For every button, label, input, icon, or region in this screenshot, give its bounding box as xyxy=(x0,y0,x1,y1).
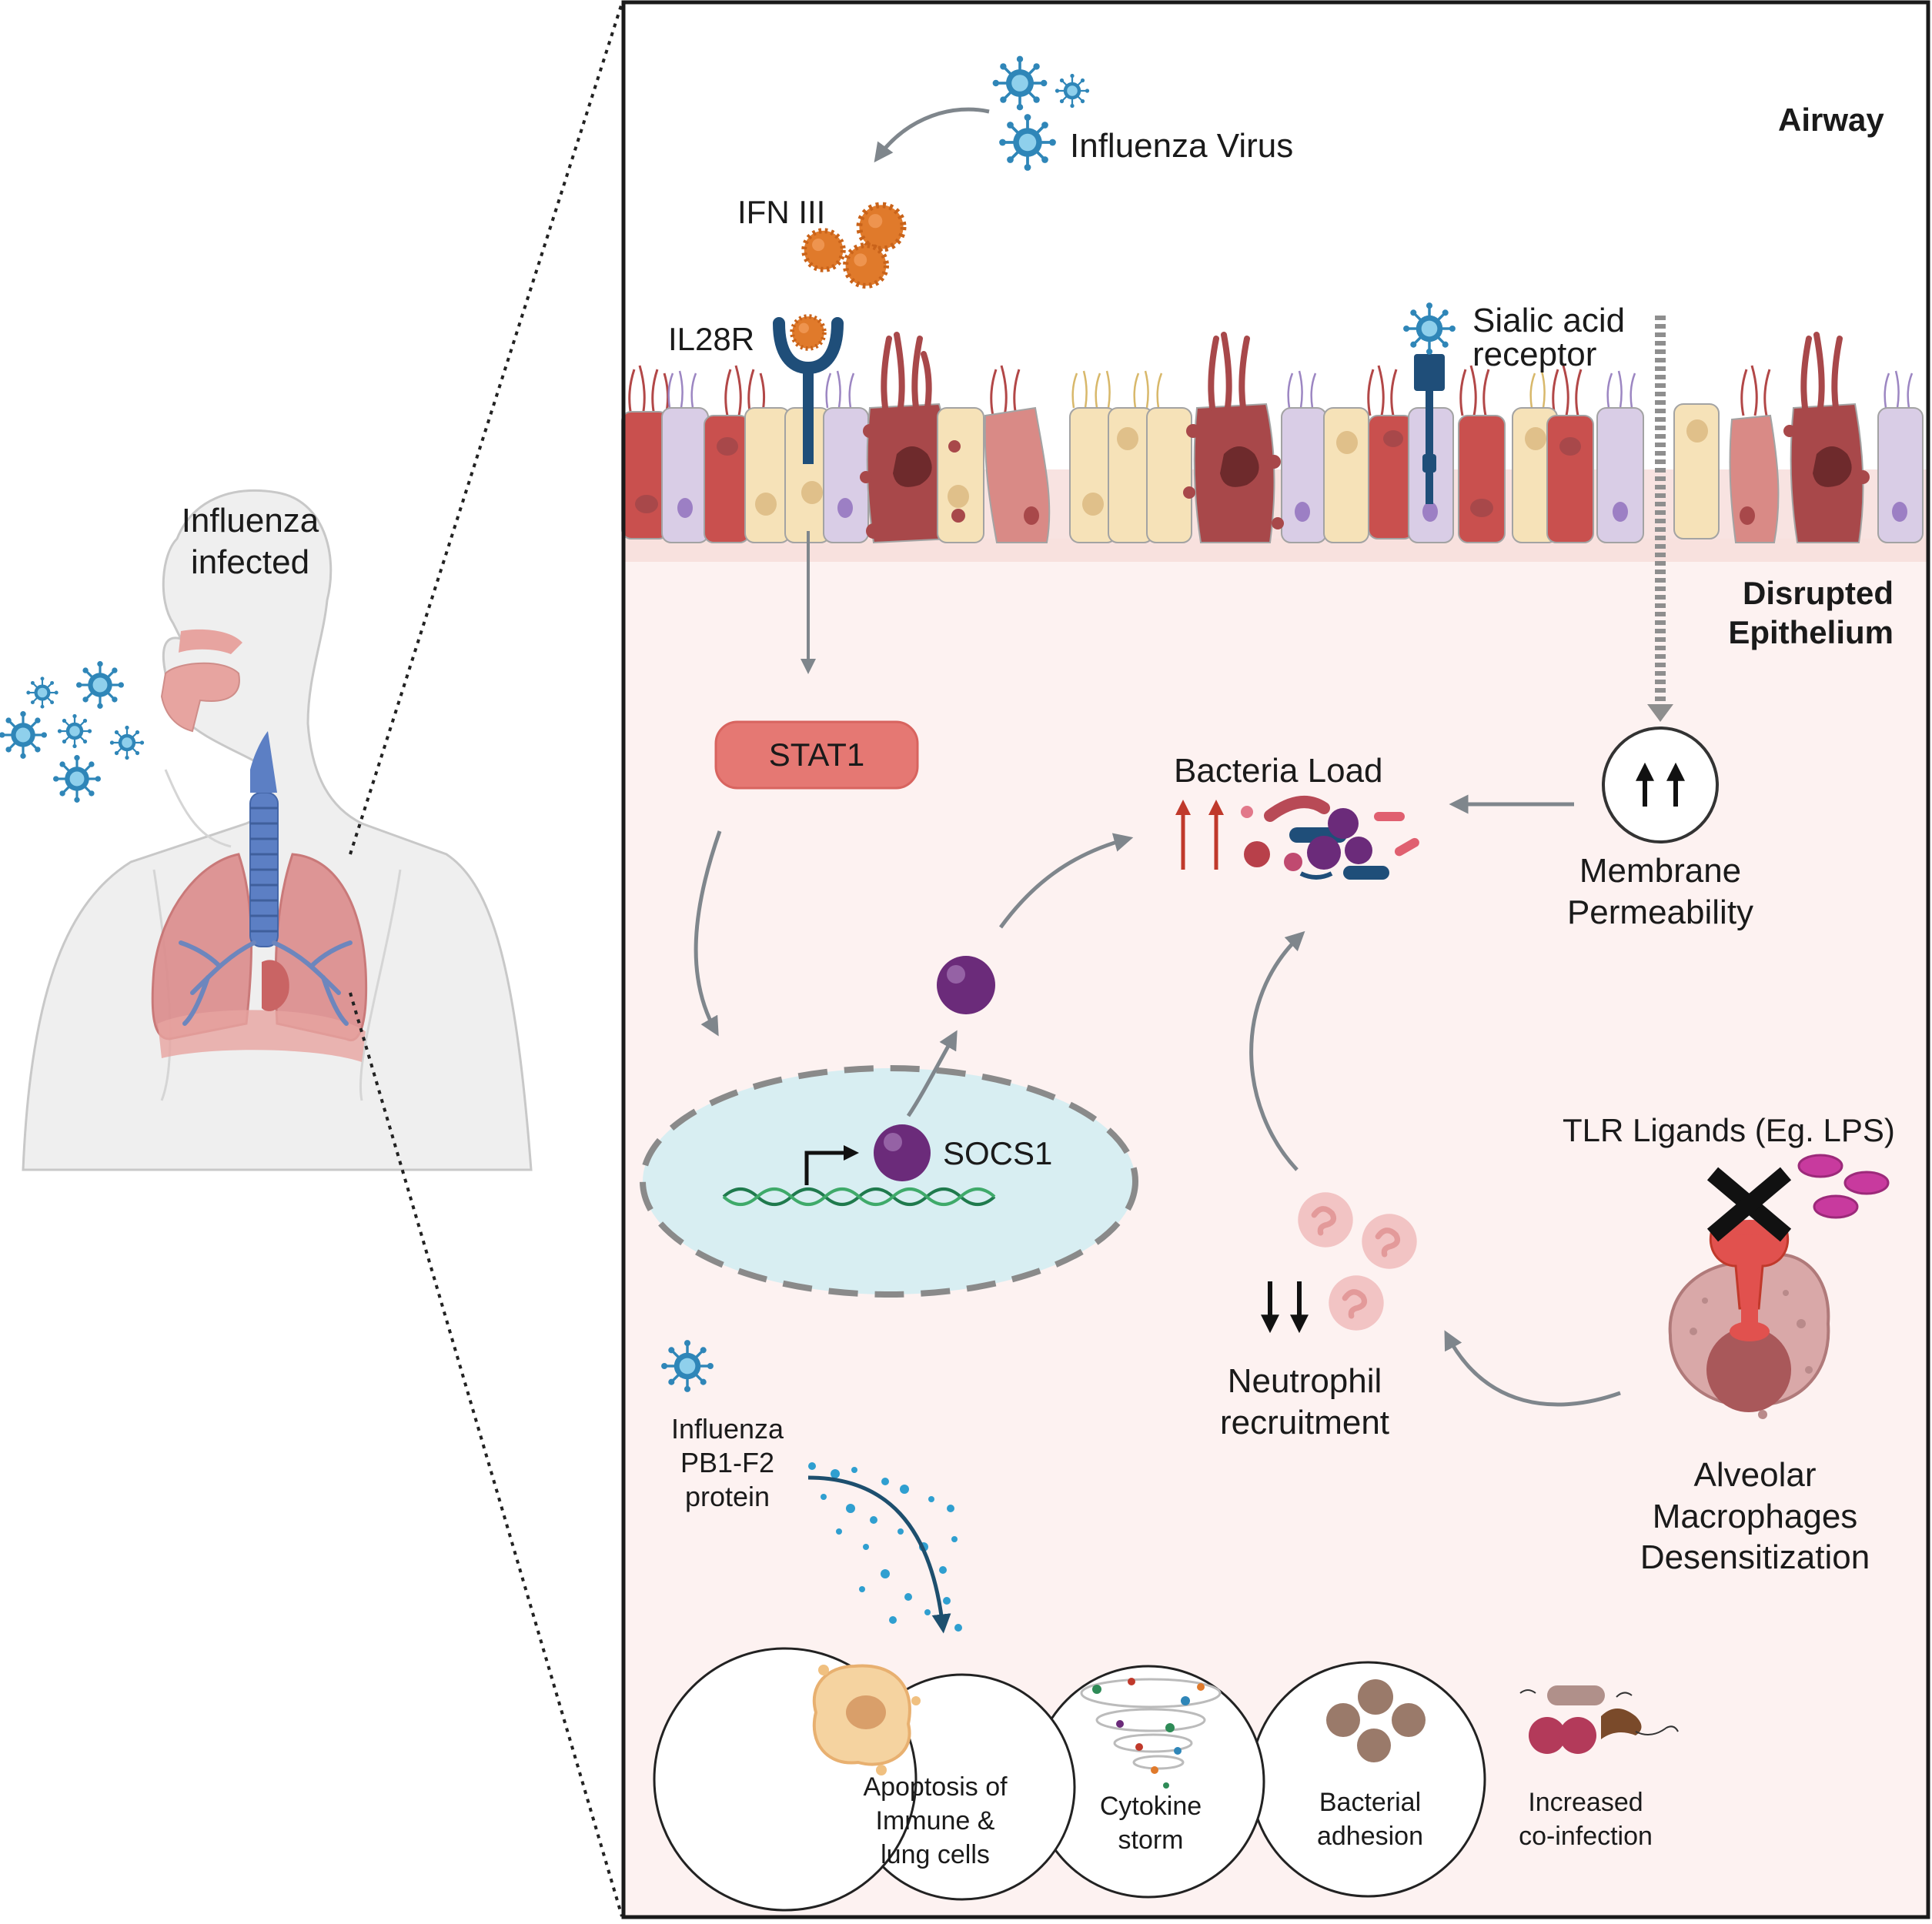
infected-heading-line1: Influenza xyxy=(181,502,319,539)
permeability-indicator xyxy=(1602,727,1719,843)
arrow-neutrophil-to-bacteria xyxy=(1249,930,1305,1171)
coinfection-bacteria-icon xyxy=(1519,1685,1679,1754)
neutrophil-recruitment-label: Neutrophil recruitment xyxy=(1178,1361,1432,1443)
macrophage-line2: Macrophages xyxy=(1652,1497,1858,1535)
pb1-f2-line2: PB1-F2 xyxy=(680,1446,775,1478)
socs1-secreted xyxy=(937,956,995,1014)
macrophage-line1: Alveolar xyxy=(1693,1456,1817,1494)
infected-heading-line2: infected xyxy=(190,543,310,581)
bacteria-cluster xyxy=(1175,796,1419,880)
human-figure-illustration xyxy=(22,489,533,1171)
outcome-apoptosis-line2: Immune & xyxy=(875,1806,995,1836)
bacteria-adhesion-icon xyxy=(1326,1679,1426,1762)
socs1-label: SOCS1 xyxy=(943,1135,1053,1171)
zoom-line-bottom xyxy=(349,992,623,1917)
macrophage-line3: Desensitization xyxy=(1640,1538,1870,1577)
tlr-ligands-label: TLR Ligands (Eg. LPS) xyxy=(1563,1112,1895,1148)
macrophage-desensitization-label: Alveolar Macrophages Desensitization xyxy=(1609,1455,1901,1578)
epithelium-layer xyxy=(621,332,1924,544)
bacteria-load-label: Bacteria Load xyxy=(1174,752,1383,790)
sialic-acid-label: Sialic acid receptor xyxy=(1472,304,1625,372)
pb1-f2-particles xyxy=(808,1462,962,1632)
stat1-box xyxy=(714,720,919,790)
outcome-circles xyxy=(653,1647,1486,1912)
outcome-coinfection-label: Increased co-infection xyxy=(1505,1785,1666,1853)
neutrophil-recruitment-line2: recruitment xyxy=(1219,1403,1390,1441)
panel-frame xyxy=(621,0,1930,1919)
outcome-cytokine-label: Cytokine storm xyxy=(1074,1789,1228,1857)
outcome-adhesion-label: Bacterial adhesion xyxy=(1293,1785,1447,1853)
transcription-arrow xyxy=(804,1145,859,1185)
outcome-adhesion-line2: adhesion xyxy=(1316,1822,1423,1852)
pb1-f2-label: Influenza PB1-F2 protein xyxy=(650,1412,804,1514)
arrow-socs1-to-bacteria xyxy=(998,833,1134,929)
membrane-permeability-line1: Membrane xyxy=(1579,852,1742,890)
sialic-acid-label-line1: Sialic acid xyxy=(1472,302,1626,339)
alveolar-macrophage xyxy=(1668,1220,1830,1419)
arrow-pb1-to-outcomes xyxy=(807,1475,951,1634)
lps-ligands xyxy=(1797,1154,1890,1219)
membrane-permeability-label: Membrane Permeability xyxy=(1549,850,1772,933)
outcome-adhesion-line1: Bacterial xyxy=(1319,1788,1422,1817)
socs1-molecule xyxy=(874,1124,931,1181)
airway-label: Airway xyxy=(1778,102,1884,138)
outcome-coinfection-line1: Increased xyxy=(1528,1788,1643,1817)
outcome-apoptosis-line1: Apoptosis of xyxy=(863,1772,1008,1802)
inhaled-virus-cluster xyxy=(0,660,145,804)
arrow-socs1-out xyxy=(906,1030,958,1117)
il28r-label: IL28R xyxy=(668,321,755,357)
influenza-virus-label: Influenza Virus xyxy=(1070,127,1294,165)
decrease-arrows xyxy=(1261,1281,1309,1334)
outcome-cytokine-line1: Cytokine xyxy=(1099,1792,1202,1821)
outcome-apoptosis-line3: lung cells xyxy=(881,1840,990,1870)
outcome-cytokine-line2: storm xyxy=(1118,1825,1184,1856)
pb1-f2-line3: protein xyxy=(684,1480,770,1512)
dna-helix xyxy=(722,1187,996,1206)
ifn-iii-label: IFN III xyxy=(737,194,826,230)
stat1-label: STAT1 xyxy=(768,737,865,773)
nucleus xyxy=(640,1065,1138,1298)
pb1-f2-line1: Influenza xyxy=(670,1413,784,1445)
outcome-apoptosis-label: Apoptosis of Immune & lung cells xyxy=(847,1770,1024,1872)
sialic-acid-label-line2: receptor xyxy=(1472,336,1597,373)
zoom-line-top xyxy=(349,2,623,855)
apoptotic-cell-icon xyxy=(812,1664,921,1775)
arrow-stat1-to-nucleus xyxy=(694,830,722,1037)
sialic-acid-receptor xyxy=(1402,301,1457,504)
epithelium-label: Disrupted Epithelium xyxy=(1686,573,1894,652)
epithelium-label-line1: Disrupted xyxy=(1742,575,1894,611)
epithelium-label-line2: Epithelium xyxy=(1728,614,1894,651)
il28r-receptor xyxy=(773,316,844,464)
arrow-virus-to-ifn xyxy=(874,107,990,163)
neutrophil-recruitment-line1: Neutrophil xyxy=(1227,1362,1382,1400)
airway-panel xyxy=(623,2,1928,1917)
arrow-macrophage-to-neutrophil xyxy=(1444,1330,1621,1407)
cytokine-storm-icon xyxy=(1080,1678,1222,1789)
membrane-permeability-line2: Permeability xyxy=(1566,893,1754,931)
outcome-coinfection-line2: co-infection xyxy=(1519,1822,1653,1852)
infected-heading: Influenza infected xyxy=(154,500,346,583)
blocked-x-icon xyxy=(1706,1167,1792,1242)
